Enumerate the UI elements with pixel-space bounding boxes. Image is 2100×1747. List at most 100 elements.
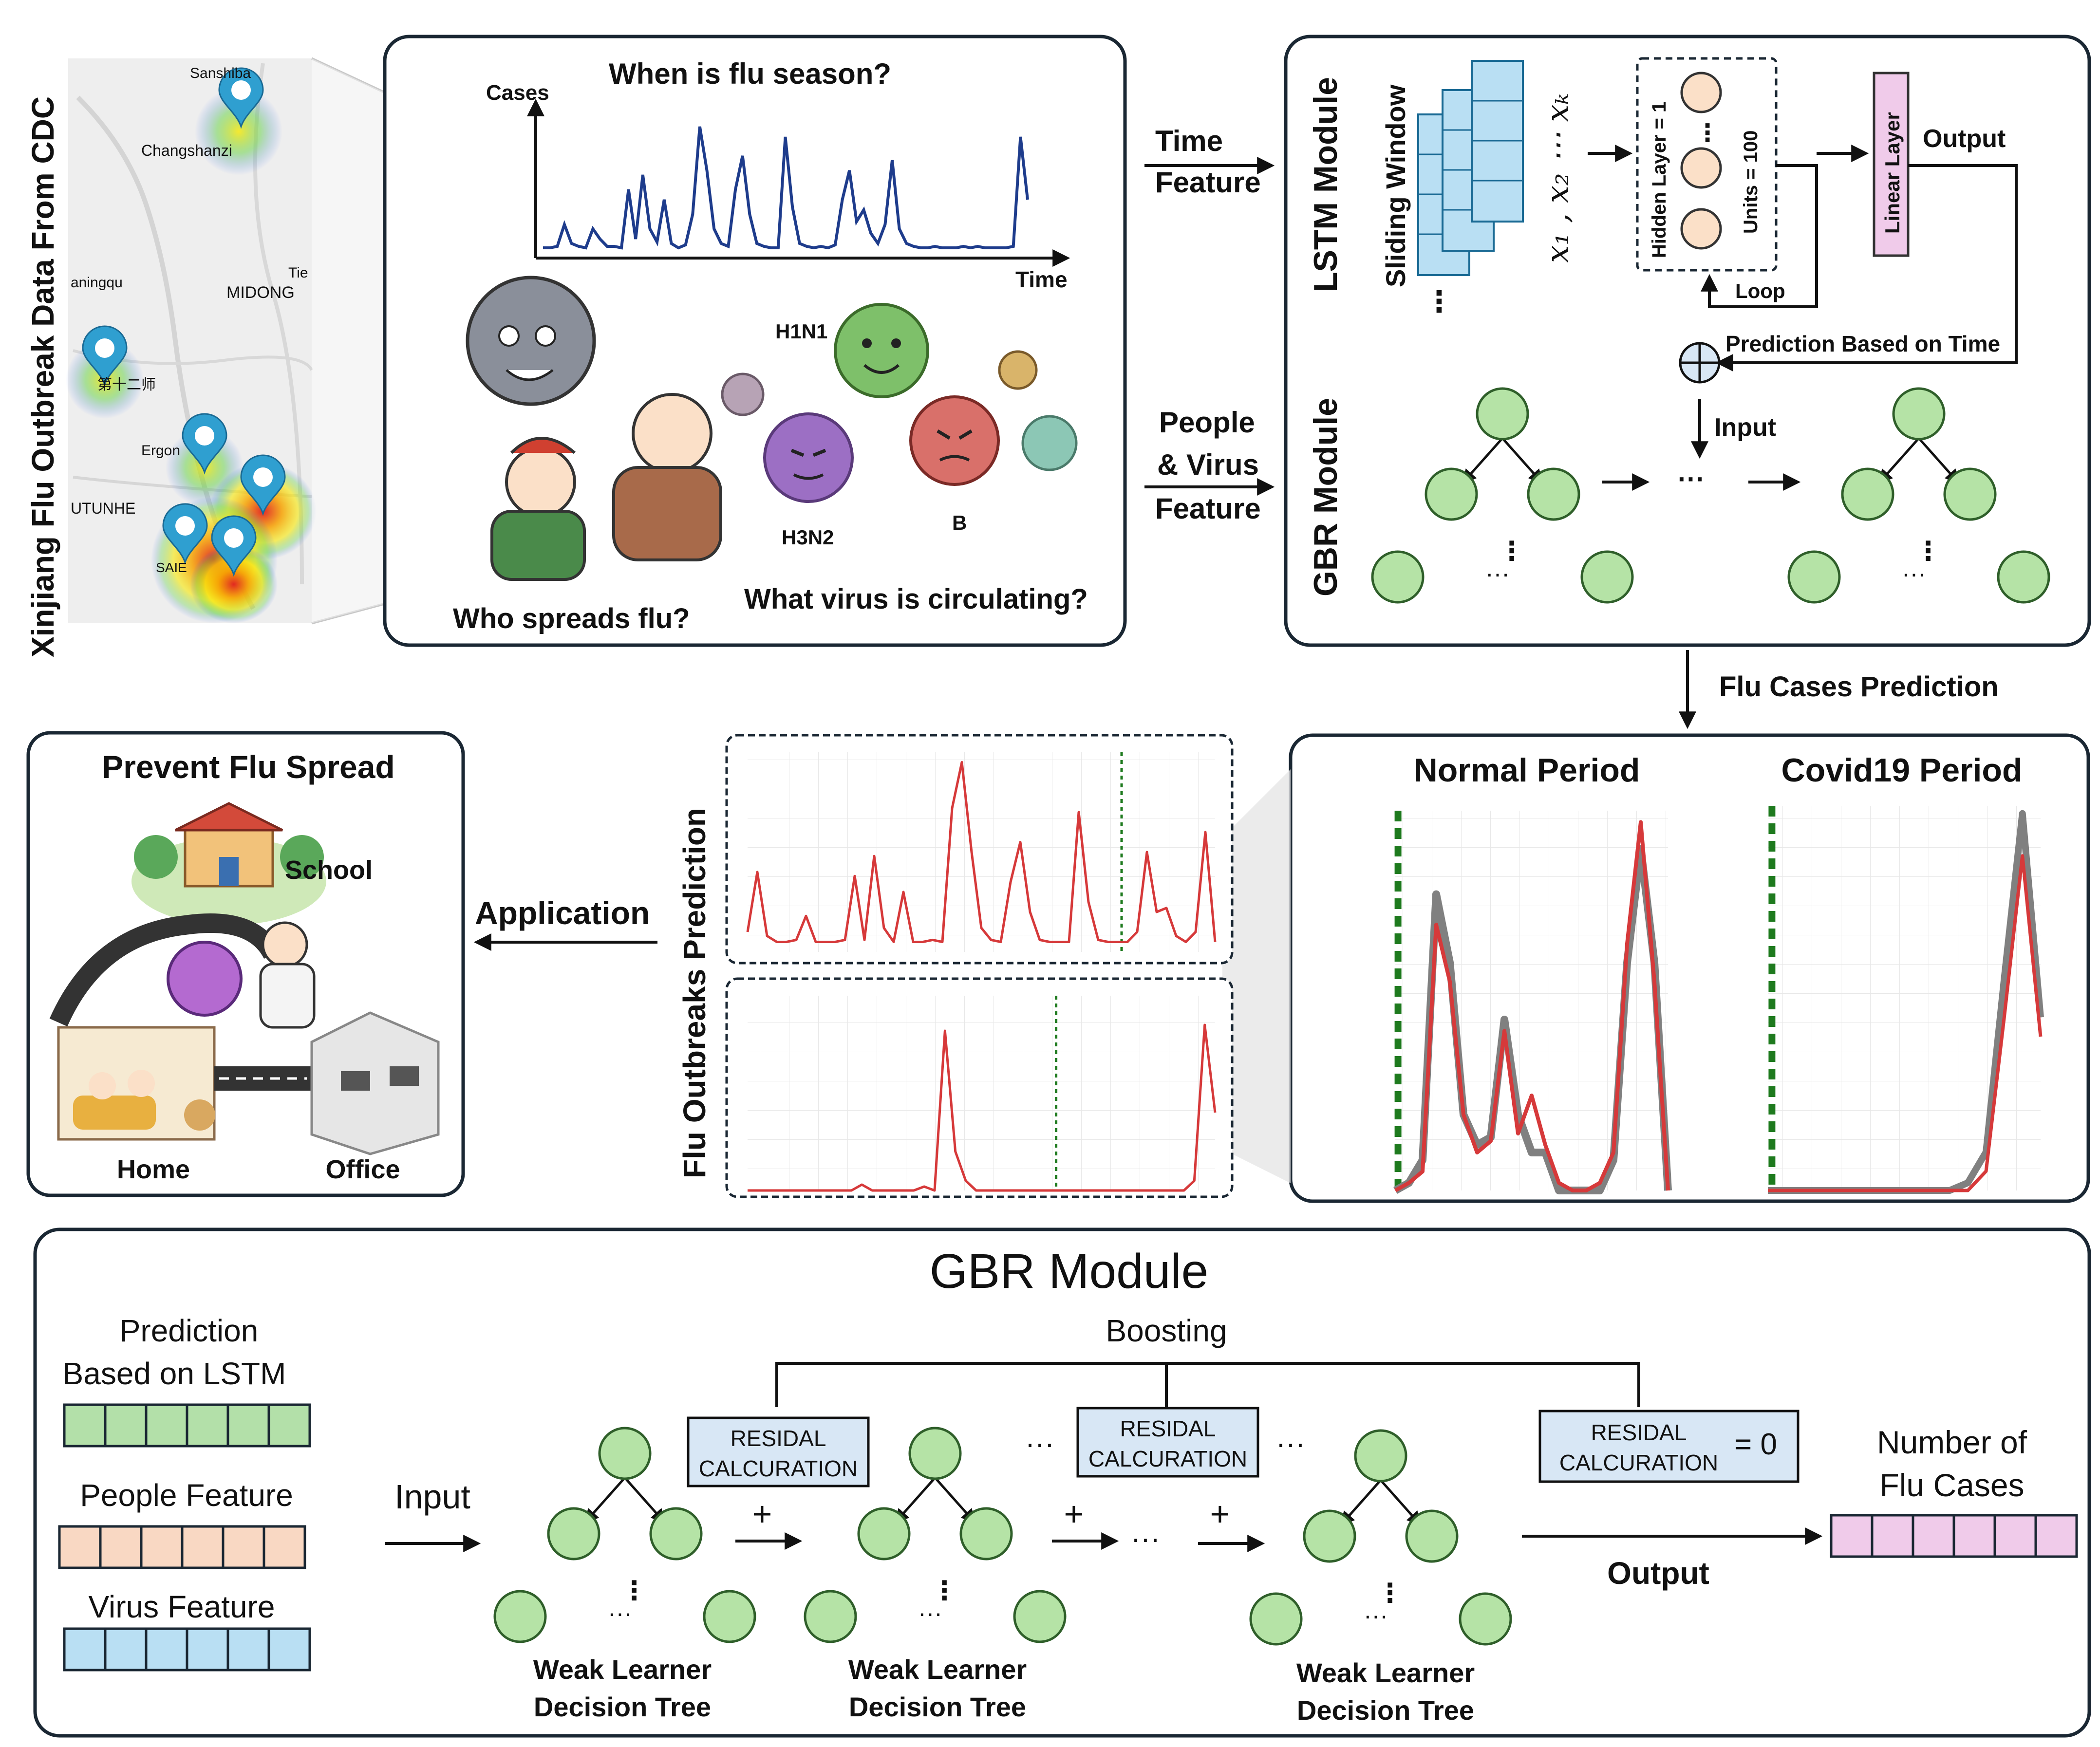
residal-box-2 xyxy=(1076,1407,1259,1478)
featVirus-cell xyxy=(226,1627,270,1672)
school-label: School xyxy=(285,855,373,885)
plus-sign: + xyxy=(1210,1495,1230,1533)
virus-illustration xyxy=(167,941,243,1017)
bottom-tree-2-ellipsis: ⋮ xyxy=(931,1576,957,1605)
bottom-tree-1-ellipsis: ⋮ xyxy=(621,1576,647,1605)
cartoon-people xyxy=(490,393,722,581)
top-tree-b-node xyxy=(1841,467,1894,521)
hidden-unit-node xyxy=(1680,72,1722,113)
heat-spot xyxy=(190,545,278,623)
people-virus-label: & Virus xyxy=(1157,448,1259,481)
normalChart-series-1 xyxy=(1394,820,1670,1192)
season-title: When is flu season? xyxy=(609,57,891,90)
gbr-input-label: Input xyxy=(394,1478,470,1516)
people-virus-label: Feature xyxy=(1155,492,1261,525)
map-pin-dot xyxy=(195,426,214,446)
plus-sign: + xyxy=(1064,1495,1084,1533)
strain-label-h3n2: H3N2 xyxy=(782,526,834,549)
map-place-label: SAIE xyxy=(156,560,187,575)
residal-box-1 xyxy=(687,1416,870,1487)
bottom-tree-1-ellipsis: ··· xyxy=(608,1599,632,1627)
weak-learner-label: Decision Tree xyxy=(534,1691,711,1722)
residal-box-3 xyxy=(1538,1410,1800,1483)
top-tree-a-node xyxy=(1580,550,1634,604)
featVirus-cell xyxy=(63,1627,107,1672)
bottom-tree-3-ellipsis: ··· xyxy=(1364,1602,1388,1629)
covid-period-chart xyxy=(1768,806,2044,1194)
prevent-panel: Prevent Flu Spread School Home xyxy=(26,731,465,1197)
flu-cases-prediction-label: Flu Cases Prediction xyxy=(1719,671,1999,703)
lstm-gbr-panel: LSTM Module Sliding Window ⋮ x₁ , x₂ ⋯ x… xyxy=(1284,35,2091,647)
home-label: Home xyxy=(117,1155,190,1184)
top-tree-b-node xyxy=(1997,550,2050,604)
virus-small-icon xyxy=(1021,415,1078,471)
top-tree-b-node xyxy=(1943,467,1997,521)
bottom-tree-3-node xyxy=(1249,1592,1303,1646)
linear-layer-box xyxy=(1873,72,1910,257)
featPeople-cell xyxy=(140,1525,184,1569)
gbr-bottom-title: GBR Module xyxy=(930,1244,1208,1299)
loop-label: Loop xyxy=(1735,279,1785,302)
top-tree-a-node xyxy=(1425,467,1478,521)
map-pin-dot xyxy=(175,516,195,536)
boosting-label: Boosting xyxy=(1106,1313,1227,1348)
bottom-tree-1-node xyxy=(703,1590,756,1643)
bottom-tree-1-node xyxy=(598,1427,652,1480)
weak-learner-label: Decision Tree xyxy=(849,1691,1026,1722)
top-tree-b-ellipsis: ··· xyxy=(1902,560,1926,587)
featVirus-cell xyxy=(104,1627,148,1672)
tree-ellipsis: ··· xyxy=(1025,1427,1054,1460)
tree-ellipsis: ··· xyxy=(1131,1522,1160,1555)
featVirus-cell xyxy=(186,1627,229,1672)
hidden-layer-label: Hidden Layer = 1 xyxy=(1649,102,1670,258)
loop-arrow xyxy=(1701,164,1818,308)
weak-learner-label: Decision Tree xyxy=(1297,1695,1474,1726)
covid-period-title: Covid19 Period xyxy=(1781,752,2022,789)
residal-label: RESIDAL xyxy=(1591,1420,1687,1445)
season-series-line xyxy=(543,126,1029,250)
map-place-label: 第十二师 xyxy=(97,377,156,393)
zoom-wedge xyxy=(312,58,385,623)
normal-period-title: Normal Period xyxy=(1414,752,1640,789)
bottom-tree-2-node xyxy=(804,1590,857,1643)
time-feature-label: Time xyxy=(1155,125,1223,157)
top-tree-a-edge xyxy=(1501,437,1543,484)
residal-label: CALCURATION xyxy=(1088,1446,1247,1471)
gbr-bottom-box xyxy=(33,1227,2091,1738)
season-x-label: Time xyxy=(1015,267,1068,292)
map-title: Xinjiang Flu Outbreak Data From CDC xyxy=(25,96,60,657)
normal-period-chart xyxy=(1393,811,1672,1194)
virus-small-icon xyxy=(721,372,765,416)
virus-feature-label: Virus Feature xyxy=(89,1589,275,1624)
bottom-tree-1-node xyxy=(493,1590,547,1643)
number-flu-cases-label: Flu Cases xyxy=(1879,1467,2024,1503)
bottom-tree-1-edge xyxy=(584,1477,626,1524)
bottom-tree-2-node xyxy=(908,1427,962,1480)
weak-learner-label: Weak Learner xyxy=(533,1654,712,1685)
covidChart-series-1 xyxy=(1768,854,2043,1192)
virus-cartoon-h3n2 xyxy=(763,412,854,503)
hidden-unit-ellipsis: ⋮ xyxy=(1695,119,1720,147)
sliding-window-label: Sliding Window xyxy=(1380,84,1411,287)
top-tree-a-node xyxy=(1371,550,1425,604)
bottom-tree-3-node xyxy=(1405,1509,1459,1563)
people-feature-label: People Feature xyxy=(80,1478,293,1513)
virus-cartoon-b xyxy=(909,395,1000,486)
output-to-sum-arrow xyxy=(1715,164,2018,372)
top-gbr-trees: ⋮···⋮··· xyxy=(1371,387,2050,604)
question-what-virus: What virus is circulating? xyxy=(744,583,1088,615)
gbr-output-label: Output xyxy=(1607,1556,1709,1591)
featLstm-cell xyxy=(186,1403,229,1448)
bottom-tree-2-node xyxy=(959,1507,1013,1561)
top-tree-a-edge xyxy=(1462,437,1503,484)
top-tree-a-ellipsis: ⋮ xyxy=(1499,537,1525,566)
bottom-tree-2-edge xyxy=(934,1477,976,1524)
featOut-cell xyxy=(1912,1514,1955,1558)
output-label: Output xyxy=(1923,125,2006,153)
map-place-label: MIDONG xyxy=(226,283,295,302)
top-tree-a-ellipsis: ··· xyxy=(1485,560,1510,587)
map-pin-dot xyxy=(95,338,114,358)
map-place-label: Ergon xyxy=(141,443,180,459)
input-sequence-label: x₁ , x₂ ⋯ xₖ xyxy=(1540,93,1576,263)
season-y-label: Cases xyxy=(486,81,549,105)
